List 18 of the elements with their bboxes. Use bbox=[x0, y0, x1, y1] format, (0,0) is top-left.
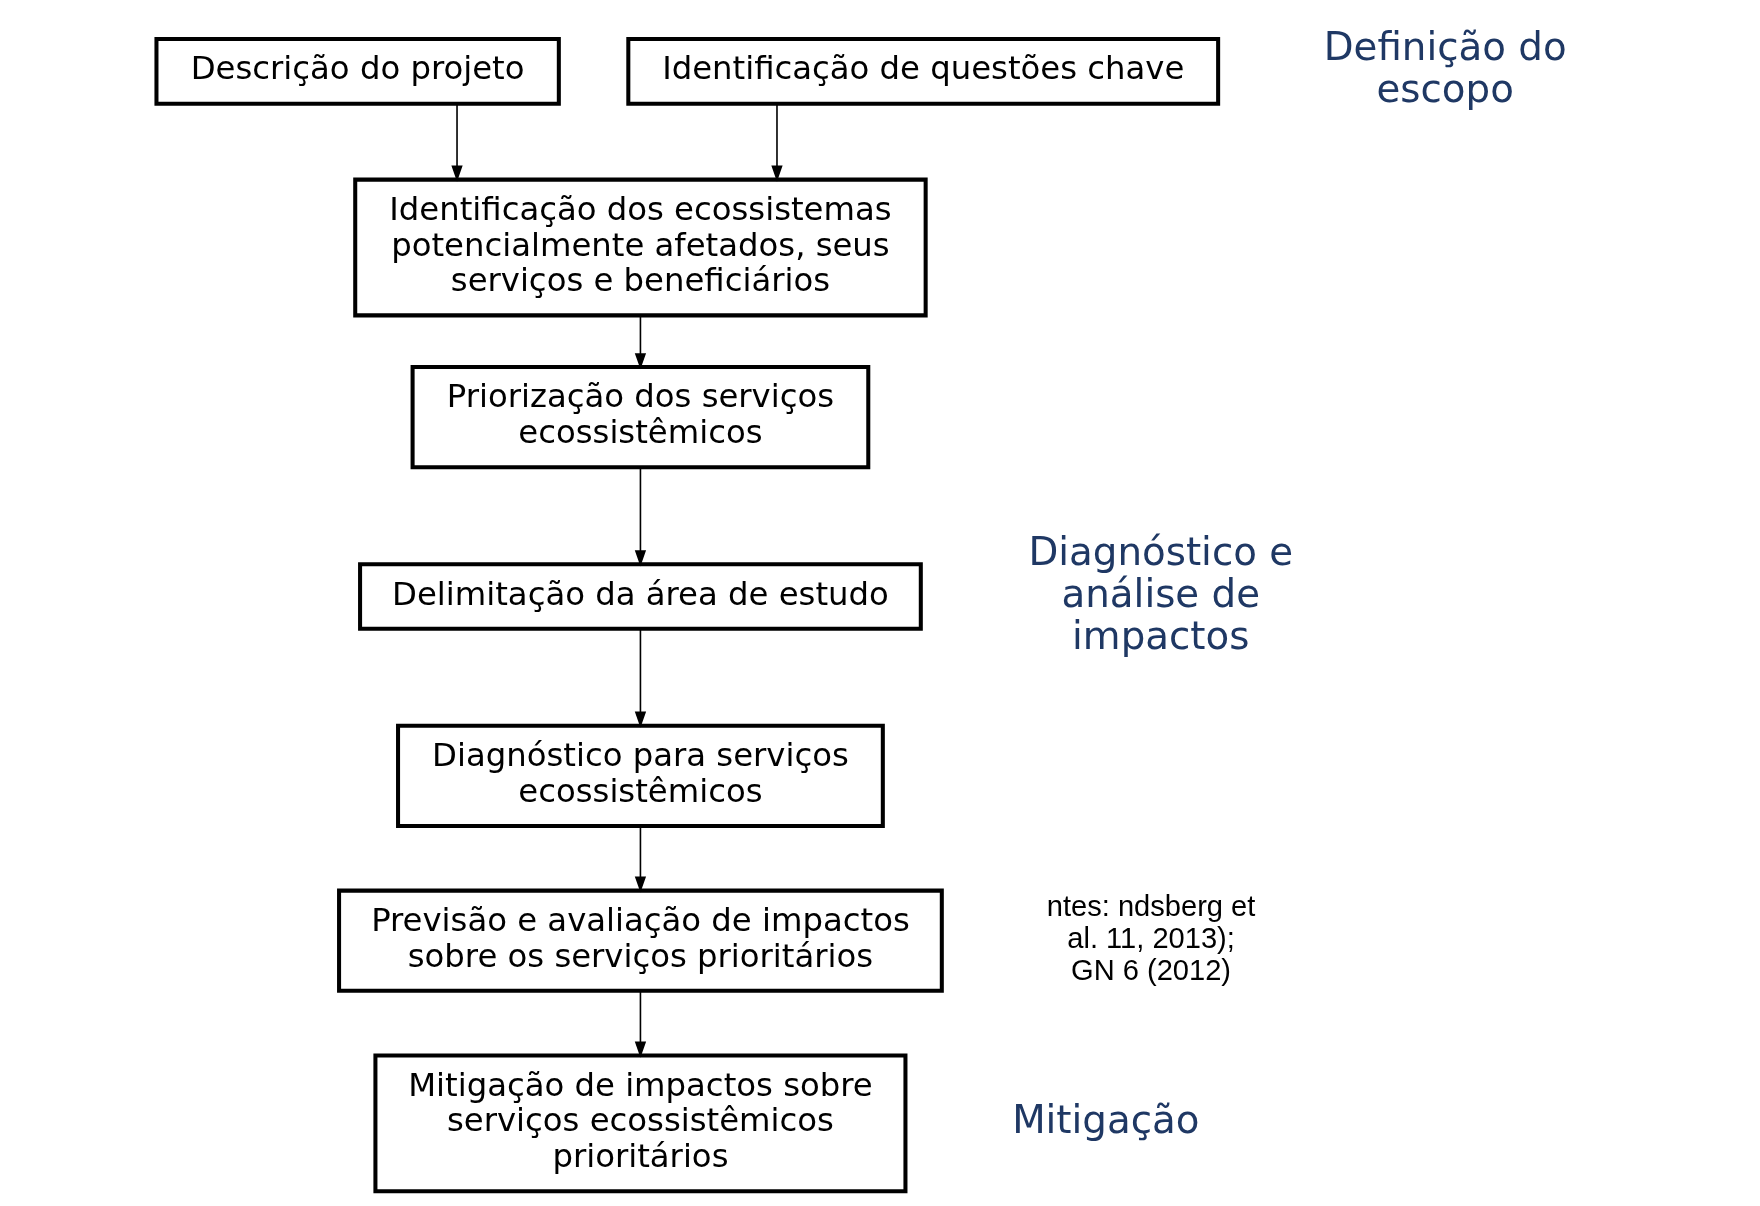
arrow bbox=[634, 628, 647, 728]
arrow bbox=[634, 990, 647, 1058]
arrow bbox=[451, 103, 463, 182]
label: Diagnóstico e análise de impactos bbox=[1028, 528, 1294, 658]
node-box: Descrição do projeto bbox=[154, 37, 561, 106]
label: Definição do escopo bbox=[1323, 24, 1567, 112]
label: ntes: ndsberg et al. 11, 2013); GN 6 (2012) bbox=[1046, 889, 1256, 987]
node-box: Mitigação de impactos sobre serviços ecossistêmicos prioritários bbox=[373, 1053, 908, 1194]
node-box: Previsão e avaliação de impactos sobre os serviços prioritários bbox=[337, 888, 944, 993]
node-box: Identificação dos ecossistemas potencialmente afetados, seus serviços e beneficiários bbox=[353, 177, 928, 318]
node-box: Identificação de questões chave bbox=[626, 37, 1221, 106]
label: Mitigação bbox=[1012, 1097, 1200, 1143]
arrow bbox=[634, 466, 647, 567]
node-box: Priorização dos serviços ecossistêmicos bbox=[410, 365, 871, 470]
node-box: Delimitação da área de estudo bbox=[358, 562, 923, 631]
arrow bbox=[634, 825, 647, 893]
arrow bbox=[771, 103, 783, 182]
node-box: Diagnóstico para serviços ecossistêmicos bbox=[396, 723, 885, 828]
